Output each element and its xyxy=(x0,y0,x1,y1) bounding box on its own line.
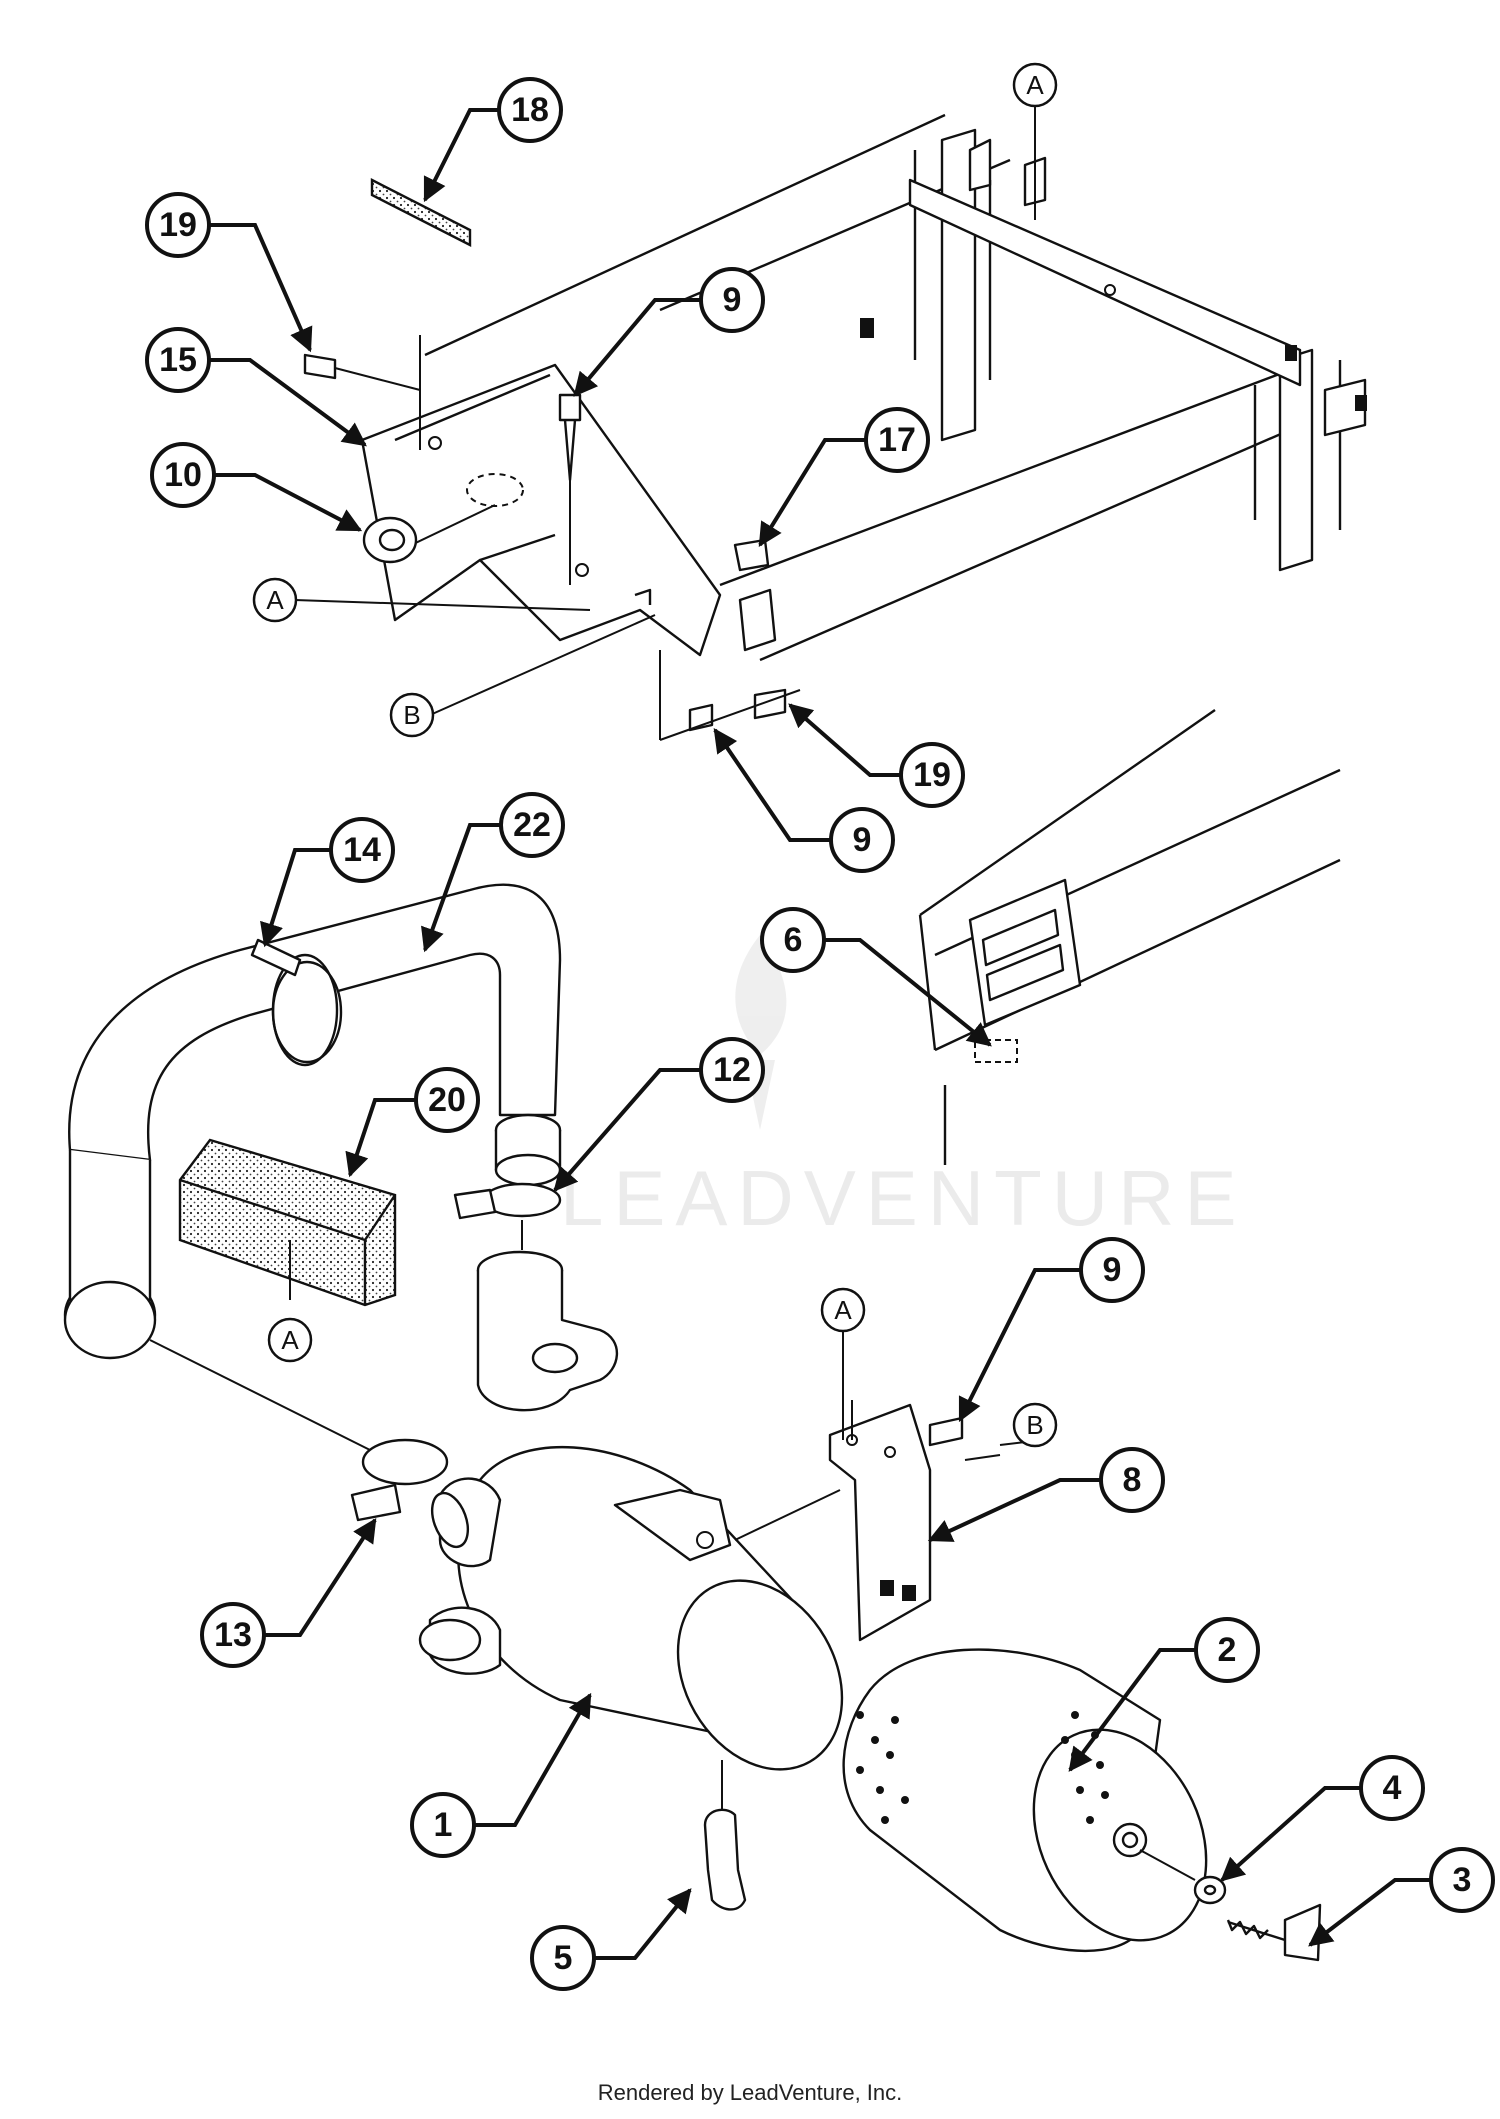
letter-B: B xyxy=(1012,1402,1058,1448)
callout-14: 14 xyxy=(329,817,395,883)
footer-credit: Rendered by LeadVenture, Inc. xyxy=(597,2080,903,2105)
callout-18: 18 xyxy=(497,77,563,143)
svg-text:3: 3 xyxy=(1453,1861,1472,1899)
svg-text:4: 4 xyxy=(1383,1769,1402,1807)
foam-block-20 xyxy=(178,1138,397,1307)
svg-text:1: 1 xyxy=(434,1806,453,1844)
part-callouts: 18 19 9 15 10 17 19 9 14 22 20 12 6 9 8 … xyxy=(145,77,1495,1991)
svg-text:A: A xyxy=(266,585,284,615)
washer-4 xyxy=(1139,1849,1227,1905)
housing-panel xyxy=(918,709,1341,1165)
svg-text:A: A xyxy=(834,1295,852,1325)
watermark-text: LEADVENTURE xyxy=(560,1154,1246,1242)
svg-text:9: 9 xyxy=(723,281,742,319)
clip-17 xyxy=(733,538,770,572)
drain-5 xyxy=(703,1760,747,1911)
svg-text:19: 19 xyxy=(159,206,197,244)
callout-9: 9 xyxy=(1079,1237,1145,1303)
callout-19: 19 xyxy=(145,192,211,258)
exhaust-pipe-22 xyxy=(63,883,562,1360)
muffler-1 xyxy=(418,1445,844,1771)
callout-5: 5 xyxy=(530,1925,596,1991)
svg-text:19: 19 xyxy=(913,756,951,794)
svg-text:A: A xyxy=(281,1325,299,1355)
clamp-14 xyxy=(250,938,339,1067)
reference-letters: A A B A A B xyxy=(252,62,1058,1448)
svg-text:20: 20 xyxy=(428,1081,466,1119)
callout-20: 20 xyxy=(414,1067,480,1133)
bolts-lower-9-19 xyxy=(659,650,801,741)
wing-screw-3 xyxy=(1226,1903,1322,1962)
bracket-15 xyxy=(360,335,777,657)
svg-text:13: 13 xyxy=(214,1616,252,1654)
bolt-19-upper xyxy=(303,353,421,391)
svg-text:9: 9 xyxy=(853,821,872,859)
svg-text:18: 18 xyxy=(511,91,549,129)
callout-12: 12 xyxy=(699,1037,765,1103)
callout-9: 9 xyxy=(699,267,765,333)
svg-text:8: 8 xyxy=(1123,1461,1142,1499)
callout-6: 6 xyxy=(760,907,826,973)
letter-A: A xyxy=(1012,62,1058,108)
clamp-13 xyxy=(149,1339,449,1522)
callout-22: 22 xyxy=(499,792,565,858)
grommet-10 xyxy=(362,516,418,564)
heat-shield-2 xyxy=(842,1648,1208,1953)
bolt-9-upper xyxy=(558,393,582,585)
callout-1: 1 xyxy=(410,1792,476,1858)
callout-4: 4 xyxy=(1359,1755,1425,1821)
callout-10: 10 xyxy=(150,442,216,508)
bracket-8 xyxy=(828,1400,1001,1642)
callout-15: 15 xyxy=(145,327,211,393)
svg-text:17: 17 xyxy=(878,421,916,459)
svg-text:15: 15 xyxy=(159,341,197,379)
letter-B: B xyxy=(389,692,435,738)
clamp-12 xyxy=(453,1182,562,1250)
frame-rails xyxy=(424,113,1367,662)
watermark: LEADVENTURE xyxy=(560,935,1246,1242)
svg-text:A: A xyxy=(1026,70,1044,100)
svg-text:9: 9 xyxy=(1103,1251,1122,1289)
svg-text:5: 5 xyxy=(554,1939,573,1977)
callout-13: 13 xyxy=(200,1602,266,1668)
foam-strip-18 xyxy=(370,178,472,247)
svg-text:12: 12 xyxy=(713,1051,751,1089)
callout-8: 8 xyxy=(1099,1447,1165,1513)
letter-A: A xyxy=(820,1287,866,1333)
callout-3: 3 xyxy=(1429,1847,1495,1913)
callout-17: 17 xyxy=(864,407,930,473)
svg-text:22: 22 xyxy=(513,806,551,844)
letter-A: A xyxy=(252,577,298,623)
letter-A: A xyxy=(267,1317,313,1363)
svg-text:10: 10 xyxy=(164,456,202,494)
svg-text:B: B xyxy=(403,700,420,730)
callout-9: 9 xyxy=(829,807,895,873)
exhaust-elbow xyxy=(476,1250,619,1412)
svg-text:6: 6 xyxy=(784,921,803,959)
callout-19: 19 xyxy=(899,742,965,808)
svg-text:B: B xyxy=(1026,1410,1043,1440)
leader-lines xyxy=(210,85,1430,1960)
svg-text:14: 14 xyxy=(343,831,381,869)
svg-text:2: 2 xyxy=(1218,1631,1237,1669)
callout-2: 2 xyxy=(1194,1617,1260,1683)
